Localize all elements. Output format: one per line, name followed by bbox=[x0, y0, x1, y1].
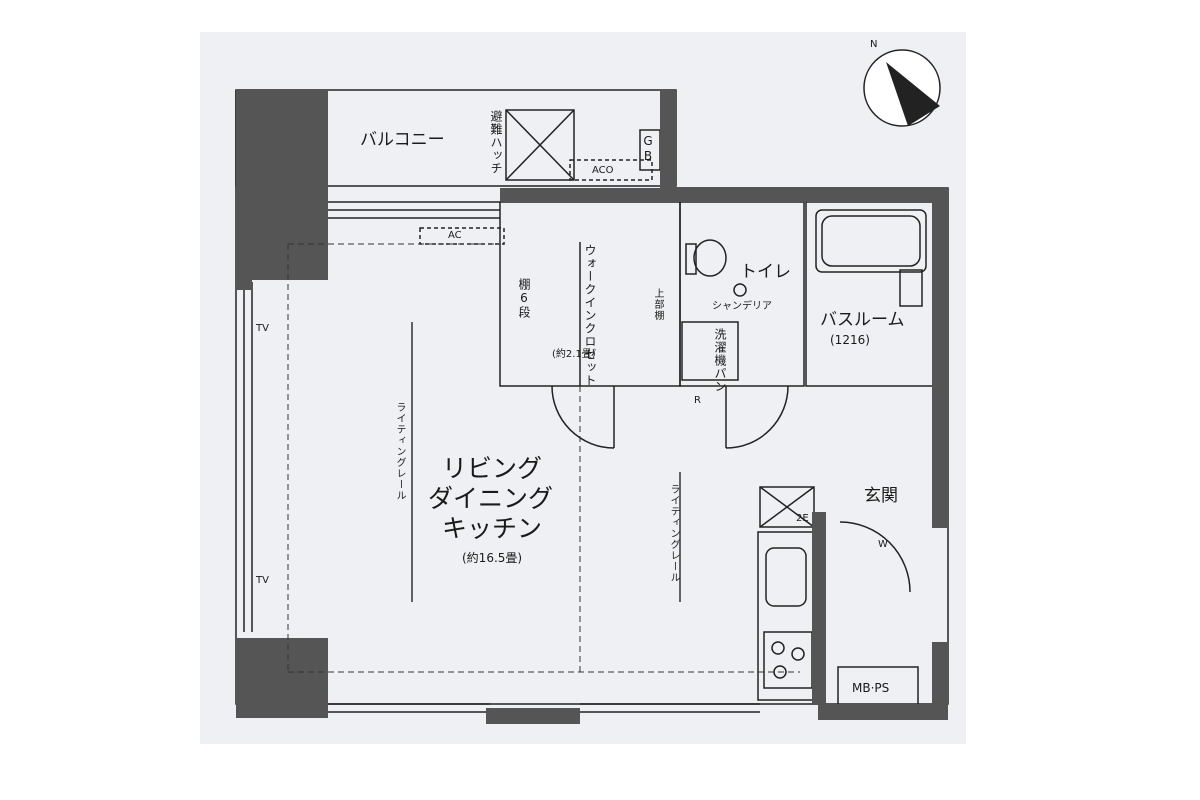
toilet-walls bbox=[679, 201, 805, 387]
floor-plan-sheet: N バルコニー 避難ハッチ GB ACO AC 棚6段 ウォークインクロゼット … bbox=[200, 32, 966, 744]
closet-label: ウォークインクロゼット bbox=[583, 244, 597, 387]
aco-label: ACO bbox=[592, 165, 614, 176]
2e-symbol: 2E bbox=[796, 513, 809, 524]
shelf-label: 棚6段 bbox=[517, 278, 531, 319]
ac-label: AC bbox=[448, 230, 462, 241]
gb-label: GB bbox=[641, 134, 655, 164]
hatch-label: 避難ハッチ bbox=[489, 110, 503, 175]
washer-label: 洗濯機パン bbox=[713, 328, 727, 393]
w-symbol: W bbox=[878, 539, 888, 550]
balcony-label: バルコニー bbox=[360, 130, 445, 150]
ldk-label-living: リビング bbox=[442, 454, 543, 483]
ldk-label-kitchen: キッチン bbox=[442, 514, 543, 543]
floor-plan-drawing bbox=[235, 49, 949, 724]
tv-symbol-upper: TV bbox=[256, 323, 269, 334]
upper-shelf-label: 上部棚 bbox=[652, 288, 663, 321]
closet-area-label: (約2.1畳) bbox=[552, 349, 596, 360]
ldk-label-dining: ダイニング bbox=[428, 484, 554, 513]
mbps-label: MB·PS bbox=[852, 681, 890, 695]
wall-column-bottom-left bbox=[236, 638, 328, 718]
chandelier-label: シャンデリア bbox=[712, 301, 772, 312]
bath-size-label: (1216) bbox=[830, 333, 870, 347]
apartment-outline bbox=[235, 90, 949, 705]
ldk-area-label: (約16.5畳) bbox=[462, 551, 523, 565]
rail-label-left: ライティングレール bbox=[394, 402, 405, 501]
bath-label: バスルーム bbox=[820, 310, 905, 330]
rail-label-right: ライティングレール bbox=[668, 484, 679, 583]
compass-label: N bbox=[870, 39, 878, 50]
entrance-label: 玄関 bbox=[864, 486, 898, 506]
tv-symbol-lower: TV bbox=[256, 575, 269, 586]
bath-walls bbox=[805, 201, 947, 387]
compass-needle bbox=[863, 49, 941, 127]
toilet-label: トイレ bbox=[740, 262, 791, 282]
r-symbol: R bbox=[694, 395, 701, 406]
